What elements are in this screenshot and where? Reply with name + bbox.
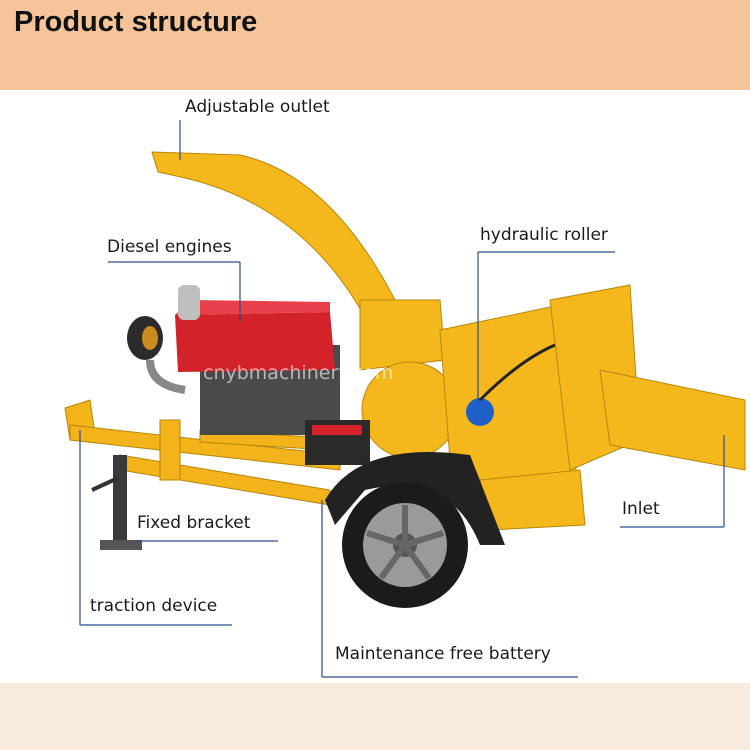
label-traction-device: traction device — [90, 596, 218, 616]
wheel-fender — [325, 452, 505, 545]
watermark: cnybmachinery.com — [203, 362, 394, 384]
leader-lines — [79, 120, 725, 678]
label-adjustable-outlet: Adjustable outlet — [185, 97, 330, 117]
label-inlet: Inlet — [622, 499, 660, 519]
label-fixed-bracket: Fixed bracket — [137, 513, 251, 533]
label-maintenance-free-battery: Maintenance free battery — [335, 644, 551, 664]
page-title: Product structure — [14, 6, 258, 38]
chipper-body — [359, 284, 746, 531]
label-hydraulic-roller: hydraulic roller — [480, 225, 608, 245]
jack-stand — [91, 455, 142, 550]
header-banner: Product structure — [0, 0, 750, 90]
footer-band — [0, 683, 750, 750]
wheel — [342, 482, 468, 608]
label-diesel-engines: Diesel engines — [107, 237, 232, 257]
hydraulic-motor — [466, 398, 494, 426]
diesel-engine — [127, 285, 340, 435]
